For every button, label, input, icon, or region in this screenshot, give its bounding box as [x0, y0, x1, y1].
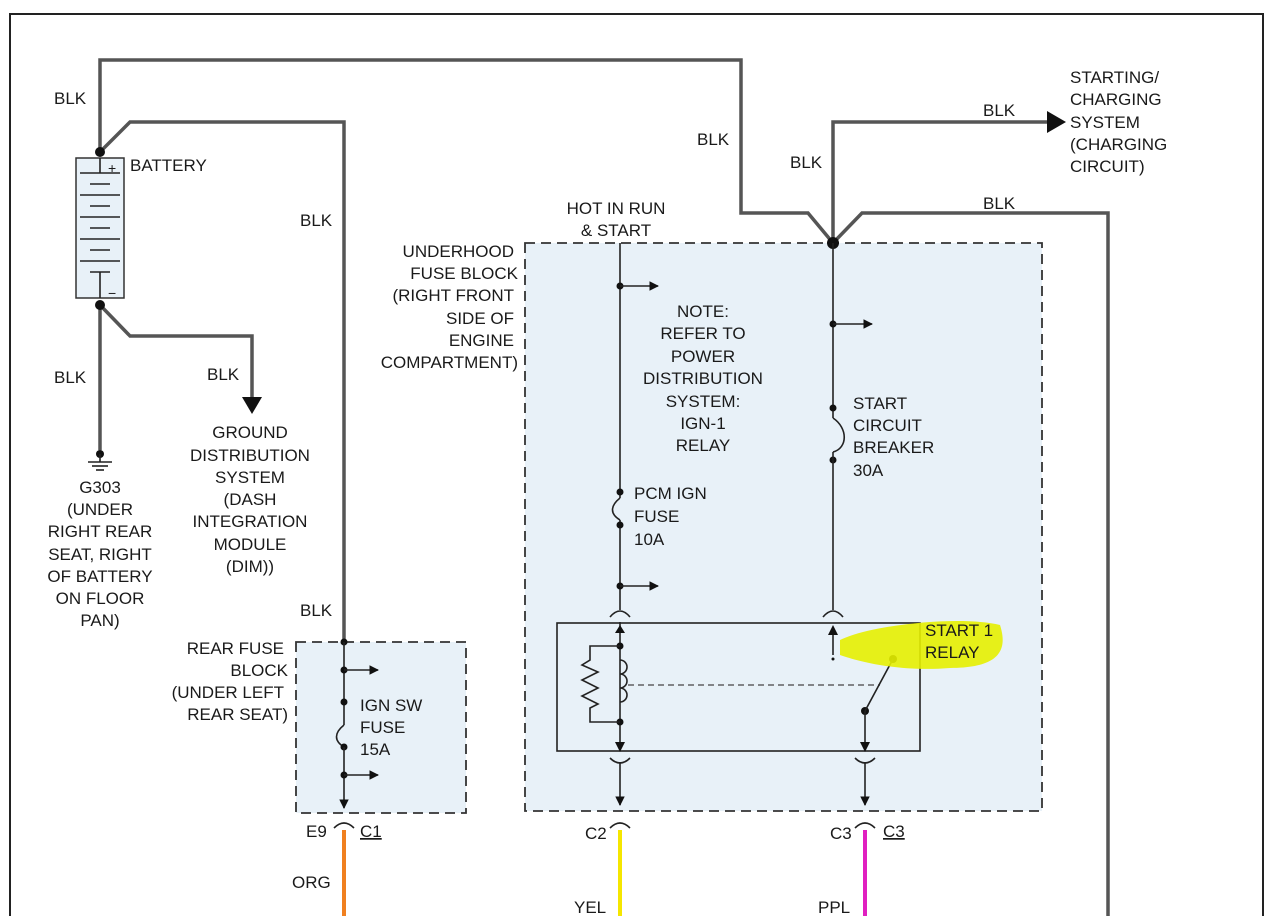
circuit-breaker-icon — [832, 417, 846, 453]
ign-sw-fuse-label: IGN SW FUSE 15A — [360, 696, 422, 759]
svg-text:PAN): PAN) — [80, 611, 119, 630]
battery-icon — [75, 157, 125, 299]
svg-text:(CHARGING: (CHARGING — [1070, 135, 1167, 154]
wire-color-label: ORG — [292, 873, 331, 892]
relay-box — [556, 622, 921, 752]
svg-text:UNDERHOOD: UNDERHOOD — [403, 242, 514, 261]
relay-coil-icon — [580, 642, 628, 726]
connector-label: C1 — [360, 822, 382, 841]
wire-label: BLK — [300, 211, 333, 230]
svg-text:OF BATTERY: OF BATTERY — [47, 567, 152, 586]
blk-wire-right — [831, 211, 1110, 916]
svg-text:ON FLOOR: ON FLOOR — [56, 589, 145, 608]
svg-text:FUSE BLOCK: FUSE BLOCK — [410, 264, 518, 283]
connector-label: C2 — [585, 824, 607, 843]
svg-text:RIGHT REAR: RIGHT REAR — [48, 522, 153, 541]
svg-text:G303: G303 — [79, 478, 121, 497]
svg-text:DISTRIBUTION: DISTRIBUTION — [643, 369, 763, 388]
svg-text:STARTING/: STARTING/ — [1070, 68, 1159, 87]
ground-distribution-label: GROUND DISTRIBUTION SYSTEM (DASH INTEGRA… — [190, 423, 310, 576]
svg-text:DISTRIBUTION: DISTRIBUTION — [190, 446, 310, 465]
svg-text:CIRCUIT: CIRCUIT — [853, 416, 922, 435]
svg-text:30A: 30A — [853, 461, 884, 480]
svg-text:MODULE: MODULE — [214, 535, 287, 554]
connector-label: E9 — [306, 822, 327, 841]
wire-label: BLK — [207, 365, 240, 384]
blk-wire-top — [98, 58, 835, 245]
wire-label: BLK — [983, 101, 1016, 120]
fuse-icon — [611, 497, 621, 521]
svg-text:10A: 10A — [634, 530, 665, 549]
svg-text:PCM IGN: PCM IGN — [634, 484, 707, 503]
connector-label: C3 — [830, 824, 852, 843]
svg-text:COMPARTMENT): COMPARTMENT) — [381, 353, 518, 372]
svg-text:RELAY: RELAY — [676, 436, 731, 455]
svg-text:& START: & START — [581, 221, 651, 240]
wire-label: BLK — [54, 368, 87, 387]
battery-minus: − — [108, 285, 116, 301]
svg-text:(UNDER LEFT: (UNDER LEFT — [172, 683, 284, 702]
svg-text:IGN-1: IGN-1 — [680, 414, 725, 433]
underhood-fuse-block — [524, 242, 1043, 812]
svg-text:FUSE: FUSE — [360, 718, 405, 737]
note-label: NOTE: REFER TO POWER DISTRIBUTION SYSTEM… — [643, 302, 763, 455]
wire-color-label: YEL — [574, 898, 606, 916]
svg-text:REAR SEAT): REAR SEAT) — [187, 705, 288, 724]
svg-text:BLOCK: BLOCK — [230, 661, 288, 680]
svg-text:GROUND: GROUND — [212, 423, 288, 442]
battery-plus: + — [108, 160, 116, 176]
svg-text:CIRCUIT): CIRCUIT) — [1070, 157, 1145, 176]
ground-icon — [88, 450, 112, 471]
svg-text:(RIGHT FRONT: (RIGHT FRONT — [392, 286, 514, 305]
svg-text:(DIM)): (DIM)) — [226, 557, 274, 576]
svg-text:SIDE OF: SIDE OF — [446, 309, 514, 328]
wire-label: BLK — [300, 601, 333, 620]
svg-text:(UNDER: (UNDER — [67, 500, 133, 519]
svg-text:REAR FUSE: REAR FUSE — [187, 639, 284, 658]
battery-label: BATTERY — [130, 156, 207, 175]
start-circuit-breaker-label: START CIRCUIT BREAKER 30A — [853, 394, 934, 480]
arrow-icon — [242, 397, 262, 414]
diagram-frame — [9, 13, 1264, 916]
svg-text:POWER: POWER — [671, 347, 735, 366]
wire-label: BLK — [983, 194, 1016, 213]
svg-text:SYSTEM: SYSTEM — [1070, 113, 1140, 132]
blk-wire-ground-dist — [98, 303, 254, 400]
svg-text:SYSTEM: SYSTEM — [215, 468, 285, 487]
svg-text:IGN SW: IGN SW — [360, 696, 422, 715]
start-relay-label: START 1 RELAY — [925, 621, 993, 662]
wire-color-label: PPL — [818, 898, 850, 916]
svg-text:BREAKER: BREAKER — [853, 438, 934, 457]
svg-text:(DASH: (DASH — [224, 490, 277, 509]
starting-charging-label: STARTING/ CHARGING SYSTEM (CHARGING CIRC… — [1070, 68, 1167, 176]
svg-text:FUSE: FUSE — [634, 507, 679, 526]
svg-text:INTEGRATION: INTEGRATION — [193, 512, 308, 531]
arrow-icon — [1047, 111, 1066, 133]
svg-text:ENGINE: ENGINE — [449, 331, 514, 350]
start-relay-highlight — [840, 620, 1003, 669]
svg-text:15A: 15A — [360, 740, 391, 759]
svg-text:NOTE:: NOTE: — [677, 302, 729, 321]
underhood-fuse-block-label: UNDERHOOD FUSE BLOCK (RIGHT FRONT SIDE O… — [381, 242, 519, 372]
svg-text:RELAY: RELAY — [925, 643, 980, 662]
svg-text:CHARGING: CHARGING — [1070, 90, 1162, 109]
svg-text:REFER TO: REFER TO — [660, 324, 745, 343]
svg-text:SEAT, RIGHT: SEAT, RIGHT — [48, 545, 152, 564]
blk-wire-left — [98, 120, 346, 642]
g303-label: G303 (UNDER RIGHT REAR SEAT, RIGHT OF BA… — [47, 478, 152, 630]
svg-text:START 1: START 1 — [925, 621, 993, 640]
connector-label: C3 — [883, 822, 905, 841]
wire-label: BLK — [54, 89, 87, 108]
rear-fuse-block — [295, 641, 467, 814]
rear-fuse-block-label: REAR FUSE BLOCK (UNDER LEFT REAR SEAT) — [172, 639, 289, 724]
wire-label: BLK — [790, 153, 823, 172]
svg-text:HOT IN RUN: HOT IN RUN — [567, 199, 666, 218]
pcm-ign-fuse-label: PCM IGN FUSE 10A — [634, 484, 707, 549]
hot-in-run-label: HOT IN RUN & START — [567, 199, 666, 240]
svg-text:SYSTEM:: SYSTEM: — [666, 392, 741, 411]
blk-wire-starting — [831, 120, 1050, 243]
svg-text:START: START — [853, 394, 907, 413]
wire-label: BLK — [697, 130, 730, 149]
